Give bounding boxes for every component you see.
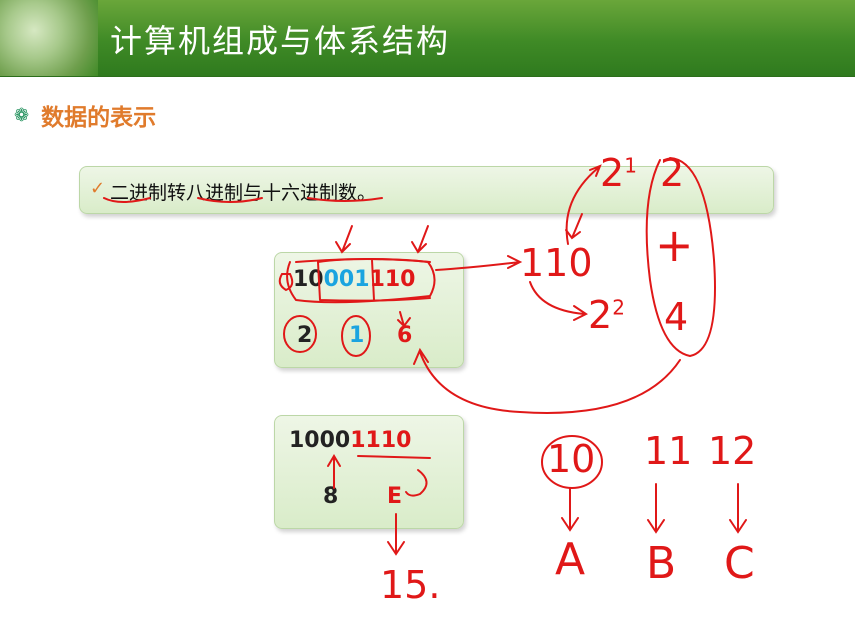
slide-title: 计算机组成与体系结构: [110, 22, 451, 60]
sprout-hands-image: [0, 0, 98, 76]
octal-binary-string: 10001110: [293, 267, 416, 292]
check-icon: ✓: [90, 178, 106, 199]
ink-arrow-down-small: [565, 213, 583, 240]
octal-digit-2: 2: [297, 323, 313, 348]
ink-letter-a: A: [555, 534, 586, 585]
title-banner: 计算机组成与体系结构: [0, 0, 855, 77]
ink-eleven: 11: [644, 429, 693, 473]
binary-group-low: 110: [369, 267, 416, 292]
section-title: 数据的表示: [41, 105, 157, 131]
hex-digit-e: E: [387, 484, 403, 509]
topic-text: 二进制转八进制与十六进制数。: [110, 182, 377, 204]
ink-equals-top-value: 2: [660, 151, 685, 195]
hex-digit-8: 8: [323, 484, 339, 509]
ink-letter-c: C: [724, 538, 755, 589]
ink-arrow-a: [561, 487, 579, 532]
ink-ten: 10: [547, 437, 596, 481]
octal-example-box: 10001110 2 1 6: [274, 252, 464, 368]
binary-group-mid: 001: [323, 267, 370, 292]
ink-twelve: 12: [708, 429, 757, 473]
octal-digit-1: 1: [349, 323, 365, 348]
ink-fifteen: 15.: [380, 563, 441, 607]
hex-example-box: 10001110 8 E: [274, 415, 464, 529]
ink-power-bottom: 22: [588, 293, 625, 337]
ink-equals-bottom-value: 4: [664, 295, 689, 339]
ink-arrow-b: [647, 483, 665, 534]
gear-bullet-icon: ❁: [14, 104, 30, 126]
section-heading: ❁ 数据的表示: [14, 98, 156, 132]
ink-letter-b: B: [646, 538, 677, 589]
hex-group-high: 1000: [289, 428, 351, 453]
octal-digit-6: 6: [397, 323, 413, 348]
ink-arrow-mid: [335, 225, 353, 254]
hex-group-low: 1110: [350, 428, 412, 453]
ink-bits-110: 110: [520, 241, 593, 285]
ink-plus: +: [655, 218, 694, 272]
hex-binary-string: 10001110: [289, 428, 411, 453]
ink-arrow-c: [729, 483, 747, 534]
binary-group-high: 10: [293, 267, 324, 292]
ink-arrow-low: [411, 225, 429, 254]
ink-curve-bottom: [529, 281, 588, 321]
ink-power-top: 21: [600, 151, 637, 195]
